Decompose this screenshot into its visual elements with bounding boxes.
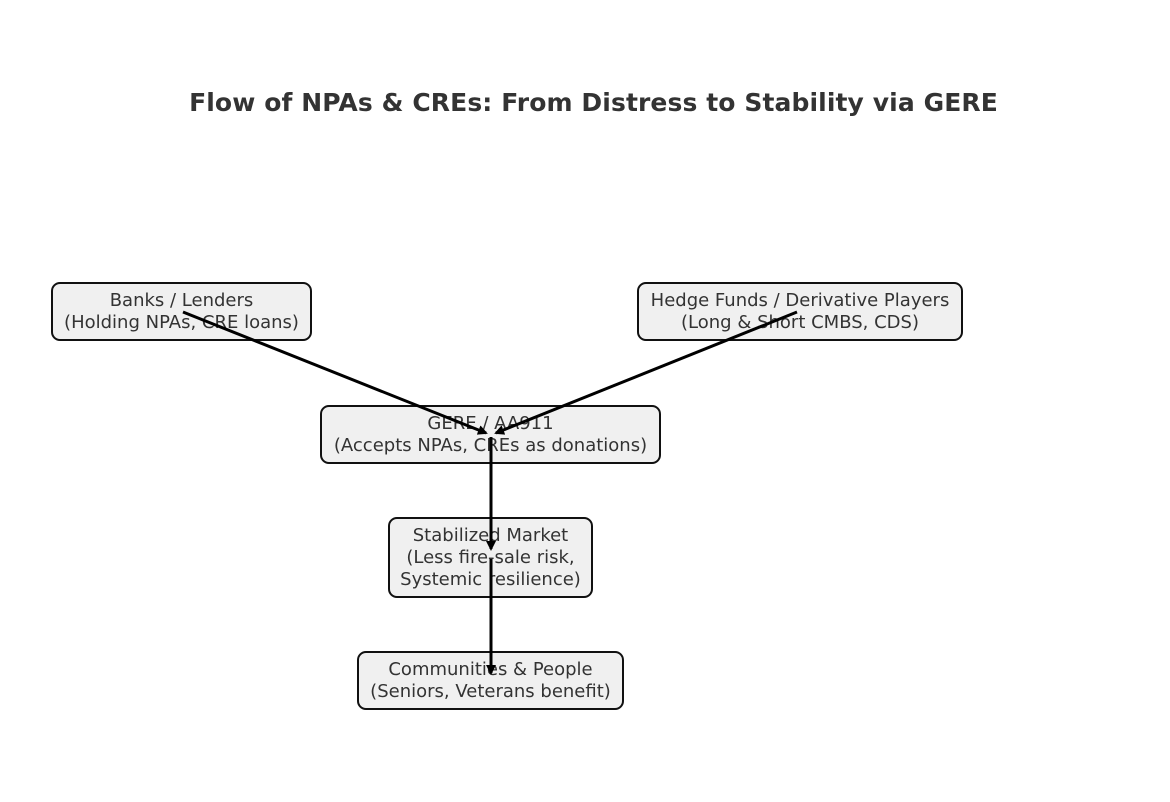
node-community-sublabel: (Seniors, Veterans benefit) — [370, 680, 611, 702]
node-banks-label: Banks / Lenders — [109, 289, 254, 311]
node-gere-sublabel: (Accepts NPAs, CREs as donations) — [333, 434, 648, 456]
node-community-label: Communities & People — [388, 658, 593, 680]
node-hedge-label: Hedge Funds / Derivative Players — [650, 289, 950, 311]
node-gere: GERE / AA911 (Accepts NPAs, CREs as dona… — [320, 405, 661, 464]
node-hedge-funds: Hedge Funds / Derivative Players (Long &… — [637, 282, 963, 341]
node-stabilized-sublabel-2: Systemic resilience) — [400, 568, 581, 590]
diagram-title: Flow of NPAs & CREs: From Distress to St… — [189, 88, 998, 117]
node-stabilized-sublabel-1: (Less fire-sale risk, — [406, 546, 575, 568]
node-hedge-sublabel: (Long & Short CMBS, CDS) — [681, 311, 919, 333]
node-stabilized-label: Stabilized Market — [412, 524, 569, 546]
node-stabilized-market: Stabilized Market (Less fire-sale risk, … — [388, 517, 593, 598]
node-banks-lenders: Banks / Lenders (Holding NPAs, CRE loans… — [51, 282, 312, 341]
node-banks-sublabel: (Holding NPAs, CRE loans) — [64, 311, 299, 333]
node-communities-people: Communities & People (Seniors, Veterans … — [357, 651, 624, 710]
node-gere-label: GERE / AA911 — [427, 412, 554, 434]
